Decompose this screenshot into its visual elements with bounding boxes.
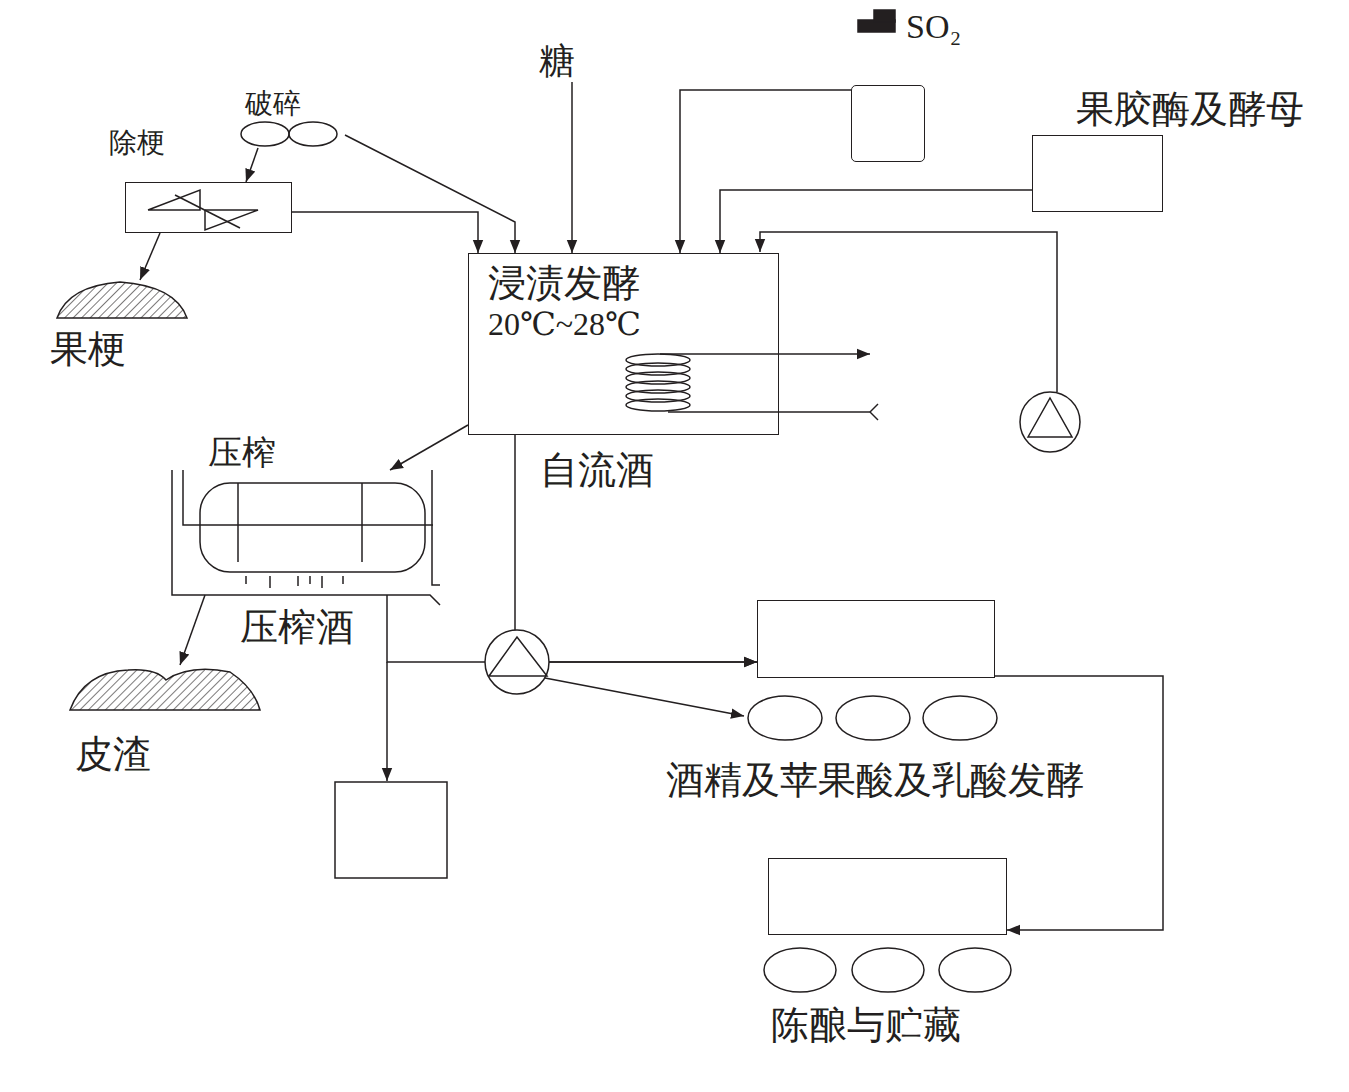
flow-arrow: [292, 212, 478, 253]
fermentation-tank: [748, 696, 822, 740]
node-label: 陈酿与贮藏: [771, 1006, 961, 1044]
destemmer-blade: [148, 190, 200, 210]
press-drip: [245, 576, 247, 584]
stems-pile: [57, 282, 187, 318]
node-label: 酒精及苹果酸及乳酸发酵: [666, 761, 1084, 799]
aging-tank: [939, 948, 1011, 992]
coolant-inlet: [870, 412, 878, 420]
crusher: 破碎: [240, 96, 345, 148]
press-drum: [200, 483, 425, 572]
aging-tank: [764, 948, 836, 992]
coolant-inlet: [870, 404, 878, 412]
aging-box: 陈酿与贮藏: [768, 858, 1007, 935]
flow-arrow: [720, 190, 1032, 253]
recirculation-pipe: [760, 232, 1057, 392]
node-label: 糖: [539, 43, 575, 79]
node-label: 破碎: [245, 90, 301, 118]
crusher-roller: [289, 122, 337, 146]
node-label: 20℃~28℃: [488, 308, 641, 340]
press-drum: [237, 483, 239, 562]
press-drips: [246, 576, 343, 588]
destemmer-shaft: [175, 195, 240, 228]
press: 压榨压榨酒: [172, 470, 440, 595]
fermentation-box: 酒精及苹果酸及乳酸发酵: [757, 600, 995, 678]
press-wine-pipe: [386, 662, 388, 781]
press-drip: [309, 576, 311, 584]
edge-label: 自流酒: [538, 450, 656, 490]
fermentation-tank: [836, 696, 910, 740]
flow-arrow: [390, 425, 468, 470]
press-frame: [432, 470, 440, 585]
node-label: 压榨酒: [240, 608, 354, 646]
flow-arrow: [140, 233, 160, 280]
node-label: 皮渣: [75, 735, 151, 773]
coolant-inlet: [668, 411, 870, 413]
press-drip: [269, 576, 271, 588]
flow-arrow: [246, 148, 258, 182]
maceration-tank: 浸渍发酵 20℃~28℃: [468, 253, 779, 435]
node-label: 果胶酶及酵母: [1076, 90, 1304, 128]
bottle-cap: [874, 10, 895, 22]
pomace-pile: [70, 669, 260, 710]
press-drip: [297, 576, 299, 586]
flow-arrow: [387, 595, 757, 662]
node-label: 果梗: [50, 330, 126, 368]
crusher-roller: [241, 122, 289, 146]
sugar-input: 糖: [538, 40, 578, 82]
node-label: 压榨: [208, 436, 276, 470]
pump-symbol: [489, 637, 547, 676]
press-frame: [183, 470, 433, 525]
node-label: SO₂: [906, 10, 961, 44]
stems-pile: 果梗: [57, 280, 187, 320]
coolant-outlet: [660, 353, 870, 355]
so2-bottle: SO₂: [851, 85, 925, 162]
cooling-coil: [626, 399, 690, 411]
flow-arrow: [571, 82, 573, 253]
pomace-pile: 皮渣: [70, 665, 260, 711]
node-label: 除梗: [109, 129, 165, 157]
destemmer-box: 除梗: [125, 182, 292, 233]
destemmer-blade: [205, 210, 258, 230]
flow-arrow: [995, 676, 1163, 930]
pump-symbol: [485, 630, 549, 694]
press-drip: [321, 576, 323, 588]
flow-arrow: [345, 135, 515, 253]
aging-tank: [852, 948, 924, 992]
pump-symbol: [1020, 392, 1080, 452]
flow-arrow: [680, 90, 851, 253]
press-frame: [172, 470, 440, 605]
transfer-pipe: [545, 678, 744, 716]
pump-symbol: [1028, 398, 1072, 437]
press-wine-tank: [335, 782, 447, 878]
flow-arrow: [180, 595, 205, 665]
enzyme-yeast-box: 果胶酶及酵母: [1032, 135, 1163, 212]
fermentation-tank: [923, 696, 997, 740]
flow-arrow: [515, 435, 757, 662]
press-drum: [361, 483, 363, 562]
node-label: 浸渍发酵: [488, 264, 640, 302]
press-drip: [342, 576, 344, 584]
